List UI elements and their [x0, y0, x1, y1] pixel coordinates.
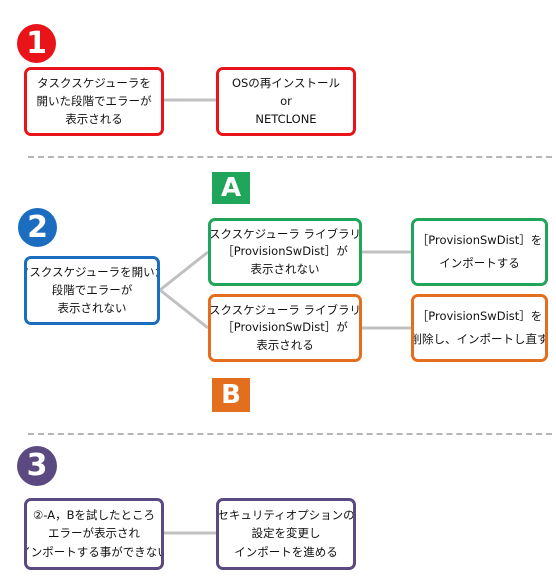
section-3-number: 3	[26, 448, 48, 483]
box-line: ［ProvisionSwDist］を	[416, 232, 543, 247]
box-line: ［ProvisionSwDist］が	[222, 244, 348, 259]
section-2-number: 2	[27, 209, 48, 245]
section-1-number: 1	[26, 25, 47, 61]
box-line: インポートする	[439, 256, 520, 271]
section-3-badge: 3	[17, 446, 57, 486]
box-line: セキュリティオプションの	[217, 507, 355, 522]
box-line: ②-A，Bを試したところ	[33, 507, 155, 522]
connector-2-to-a	[159, 250, 209, 292]
section-divider-1	[28, 156, 552, 158]
box-line: 表示される	[256, 338, 314, 353]
case-a-action-box: ［ProvisionSwDist］を インポートする	[411, 218, 548, 286]
box-line: エラーが表示され	[48, 526, 140, 541]
section-3-solution-box: セキュリティオプションの 設定を変更し インポートを進める	[216, 498, 356, 570]
label-b-badge: B	[212, 378, 250, 412]
box-line: 表示されない	[57, 300, 127, 315]
box-line: タスクスケジューラ ライブラリに	[208, 226, 362, 241]
section-2-condition-box: タスクスケジューラを開いた 段階でエラーが 表示されない	[24, 256, 160, 325]
box-line: or	[280, 93, 292, 108]
box-line: タスクスケジューラを開いた	[24, 264, 160, 279]
box-line: インポートを進める	[234, 545, 338, 560]
box-line: タスクスケジューラ ライブラリに	[208, 302, 362, 317]
box-line: インポートする事ができない	[24, 545, 164, 560]
label-a-badge: A	[212, 172, 250, 204]
box-line: 開いた段階でエラーが	[36, 93, 152, 108]
box-line: 表示される	[65, 111, 123, 126]
section-3-condition-box: ②-A，Bを試したところ エラーが表示され インポートする事ができない	[24, 498, 164, 570]
box-line: 削除し、インポートし直す	[411, 332, 548, 347]
section-2-badge: 2	[18, 208, 57, 247]
label-a: A	[220, 173, 242, 203]
box-line: 段階でエラーが	[51, 282, 133, 297]
case-b-action-box: ［ProvisionSwDist］を 削除し、インポートし直す	[411, 294, 548, 362]
case-b-box: タスクスケジューラ ライブラリに ［ProvisionSwDist］が 表示され…	[208, 294, 362, 362]
box-line: 設定を変更し	[251, 526, 321, 541]
case-a-box: タスクスケジューラ ライブラリに ［ProvisionSwDist］が 表示され…	[208, 218, 362, 286]
box-line: ［ProvisionSwDist］を	[416, 308, 543, 323]
box-line: ［ProvisionSwDist］が	[222, 320, 348, 335]
section-divider-2	[28, 433, 552, 435]
section-1-badge: 1	[17, 24, 56, 63]
box-line: 表示されない	[250, 262, 320, 277]
box-line: タスクスケジューラを	[37, 75, 151, 90]
connector-2-to-b	[159, 288, 209, 330]
section-1-condition-box: タスクスケジューラを 開いた段階でエラーが 表示される	[24, 67, 164, 136]
box-line: NETCLONE	[255, 111, 317, 126]
label-b: B	[221, 380, 241, 410]
section-1-solution-box: OSの再インストール or NETCLONE	[216, 67, 356, 136]
box-line: OSの再インストール	[231, 75, 341, 90]
